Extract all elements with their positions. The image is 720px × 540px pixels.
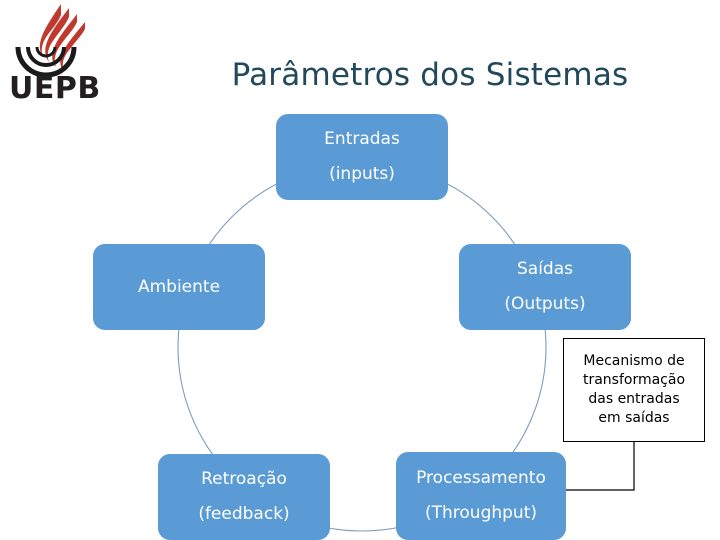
node-entradas-line2: (inputs) [329, 164, 395, 184]
node-processamento-line2: (Throughput) [424, 503, 537, 523]
node-retroacao-line2: (feedback) [198, 504, 290, 524]
page-title: Parâmetros dos Sistemas [231, 57, 629, 93]
callout-line-2: transformação [582, 372, 686, 388]
node-retroacao-line1: Retroação [201, 469, 287, 490]
callout-mecanismo[interactable]: Mecanismo de transformação das entradas … [563, 338, 705, 442]
node-processamento-line1: Processamento [416, 468, 546, 489]
node-saidas-line1: Saídas [517, 259, 573, 280]
node-saidas[interactable]: Saídas (Outputs) [459, 244, 631, 330]
logo-wordmark: UEPB [9, 71, 101, 106]
callout-line-4: em saídas [598, 410, 670, 426]
callout-line-1: Mecanismo de [583, 353, 685, 369]
node-saidas-line2: (Outputs) [504, 294, 586, 314]
node-retroacao[interactable]: Retroação (feedback) [158, 454, 330, 540]
callout-leader-line [566, 442, 635, 491]
flame-icon [39, 4, 85, 71]
uepb-logo: UEPB [6, 2, 102, 106]
node-ambiente-line1: Ambiente [137, 276, 221, 297]
node-entradas-line1: Entradas [324, 129, 400, 150]
node-entradas[interactable]: Entradas (inputs) [276, 114, 448, 200]
arc-icon [15, 46, 77, 78]
node-ambiente[interactable]: Ambiente [93, 244, 265, 330]
node-processamento[interactable]: Processamento (Throughput) [396, 452, 566, 540]
callout-line-3: das entradas [588, 391, 680, 407]
